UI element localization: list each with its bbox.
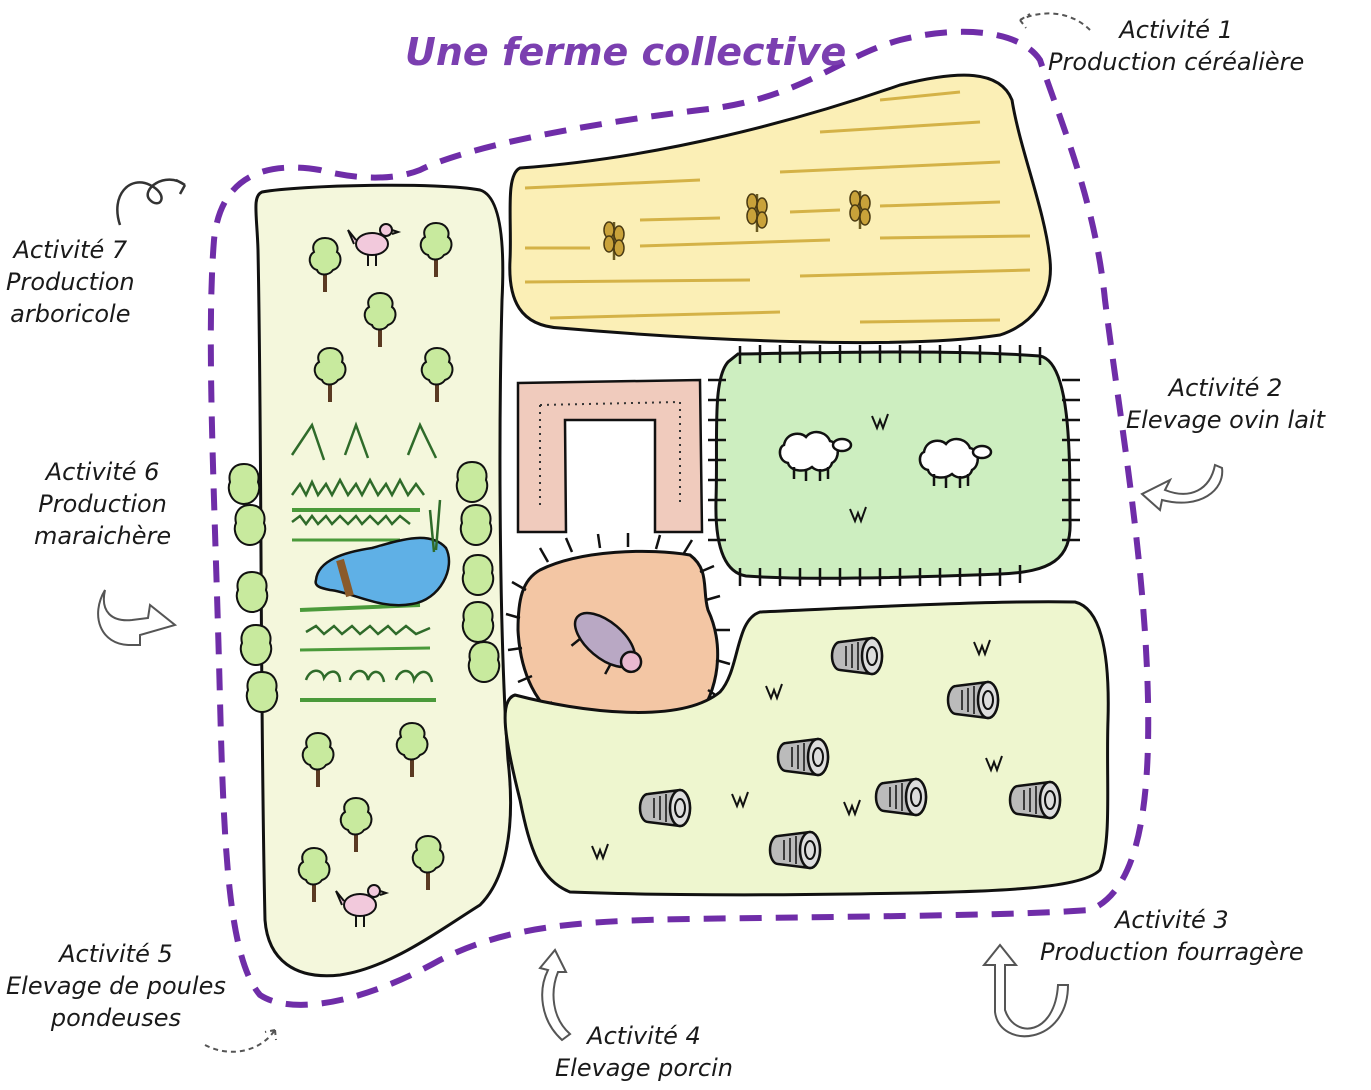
hay-bale-icon: [832, 638, 882, 674]
activity-number: Activité 7: [6, 234, 135, 266]
page-title: Une ferme collective: [405, 30, 846, 74]
activity-number: Activité 3: [1040, 904, 1304, 936]
hedge-bush-icon: [457, 462, 487, 502]
activity-number: Activité 6: [34, 456, 171, 488]
hay-bale-icon: [948, 682, 998, 718]
hay-bale-icon: [1010, 782, 1060, 818]
activity-3-label: Activité 3 Production fourragère: [1040, 904, 1304, 968]
activity-1-label: Activité 1 Production céréalière: [1048, 14, 1304, 78]
hedge-bush-icon: [229, 464, 259, 504]
hedge-bush-icon: [461, 505, 491, 545]
hay-bale-icon: [876, 779, 926, 815]
hedge-bush-icon: [235, 505, 265, 545]
activity-name: Production: [6, 266, 135, 298]
activity-2-label: Activité 2 Elevage ovin lait: [1126, 372, 1325, 436]
activity-number: Activité 4: [555, 1020, 733, 1052]
cereal-field: [510, 75, 1051, 342]
u-turn-arrow-icon: [98, 590, 175, 645]
activity-name: Production céréalière: [1048, 46, 1304, 78]
hay-bale-icon: [640, 790, 690, 826]
activity-4-label: Activité 4 Elevage porcin: [555, 1020, 733, 1084]
activity-name-line2: arboricole: [6, 298, 135, 330]
activity-name: Elevage de poules: [6, 970, 226, 1002]
hedge-bush-icon: [237, 572, 267, 612]
loop-arrow-icon: [117, 180, 185, 225]
hedge-bush-icon: [469, 642, 499, 682]
activity-name: Elevage porcin: [555, 1052, 733, 1084]
activity-6-label: Activité 6 Production maraichère: [34, 456, 171, 552]
hay-bale-icon: [770, 832, 820, 868]
activity-number: Activité 1: [1048, 14, 1304, 46]
hay-bale-icon: [778, 739, 828, 775]
curved-arrow-icon: [1142, 465, 1222, 510]
activity-name: Elevage ovin lait: [1126, 404, 1325, 436]
activity-7-label: Activité 7 Production arboricole: [6, 234, 135, 330]
activity-5-label: Activité 5 Elevage de poules pondeuses: [6, 938, 226, 1034]
activity-name: Production fourragère: [1040, 936, 1304, 968]
hedge-bush-icon: [463, 555, 493, 595]
hedge-bush-icon: [463, 602, 493, 642]
activity-number: Activité 2: [1126, 372, 1325, 404]
activity-name: Production: [34, 488, 171, 520]
activity-name-line2: maraichère: [34, 520, 171, 552]
sheep-pasture: [716, 352, 1070, 578]
hedge-bush-icon: [241, 625, 271, 665]
activity-name-line2: pondeuses: [6, 1002, 226, 1034]
hedge-bush-icon: [247, 672, 277, 712]
activity-number: Activité 5: [6, 938, 226, 970]
